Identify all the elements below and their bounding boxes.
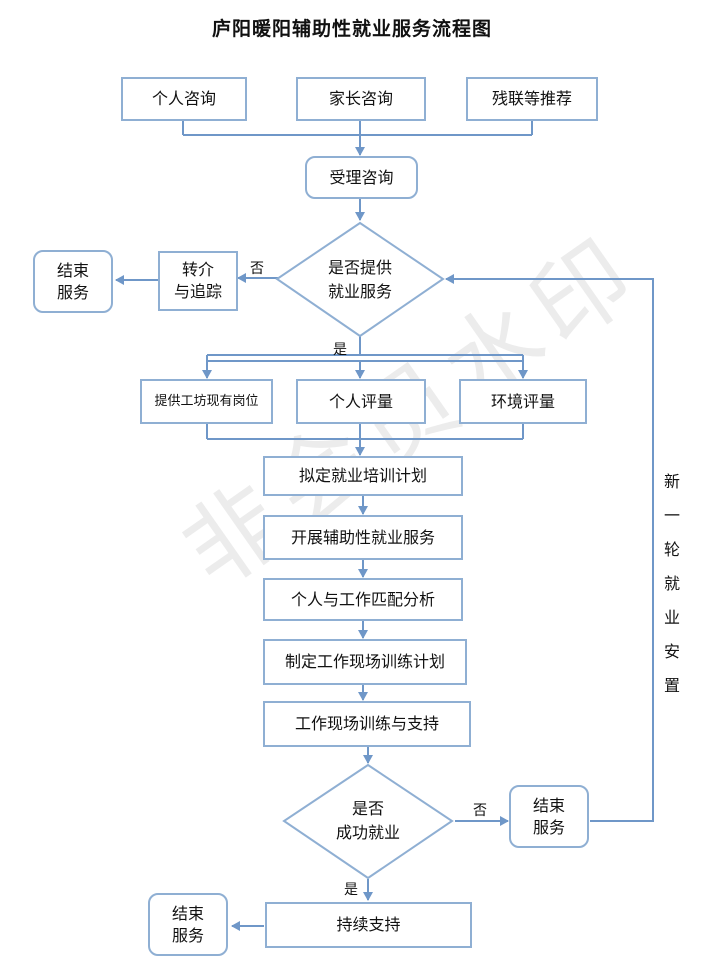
- accept-consult-box: 受理咨询: [305, 156, 418, 199]
- match-analysis-box: 个人与工作匹配分析: [263, 578, 463, 621]
- decision-provide-label: 是否提供 就业服务: [327, 258, 392, 301]
- onsite-plan-box: 制定工作现场训练计划: [263, 639, 467, 685]
- page-title: 庐阳暖阳辅助性就业服务流程图: [211, 18, 492, 40]
- no-label-top: 否: [250, 261, 264, 277]
- provide-workshop-box: 提供工坊现有岗位: [140, 379, 273, 424]
- decision-provide-diamond: [275, 221, 445, 338]
- parent-consult-box: 家长咨询: [296, 77, 426, 121]
- disability-recommend-box: 残联等推荐: [466, 77, 598, 121]
- new-round-label: 新 一 轮 就 业 安 置: [663, 472, 680, 695]
- personal-consult-box: 个人咨询: [121, 77, 247, 121]
- env-assess-box: 环境评量: [459, 379, 587, 424]
- referral-box: 转介 与追踪: [158, 251, 238, 311]
- decision-success-label: 是否 成功就业: [335, 799, 400, 842]
- arrow-new-round-loop: [445, 274, 654, 822]
- carry-out-box: 开展辅助性就业服务: [263, 515, 463, 560]
- end-service-top-box: 结束 服务: [33, 250, 113, 313]
- yes-label-top: 是: [333, 342, 347, 358]
- end-service-right-box: 结束 服务: [509, 785, 589, 848]
- end-service-bottom-box: 结束 服务: [148, 893, 228, 956]
- ongoing-support-box: 持续支持: [265, 902, 472, 948]
- plan-training-box: 拟定就业培训计划: [263, 456, 463, 496]
- decision-success-diamond: [282, 763, 454, 880]
- onsite-training-box: 工作现场训练与支持: [263, 701, 471, 747]
- yes-label-bottom: 是: [344, 882, 358, 898]
- no-label-bottom: 否: [473, 803, 487, 819]
- personal-assess-box: 个人评量: [296, 379, 426, 424]
